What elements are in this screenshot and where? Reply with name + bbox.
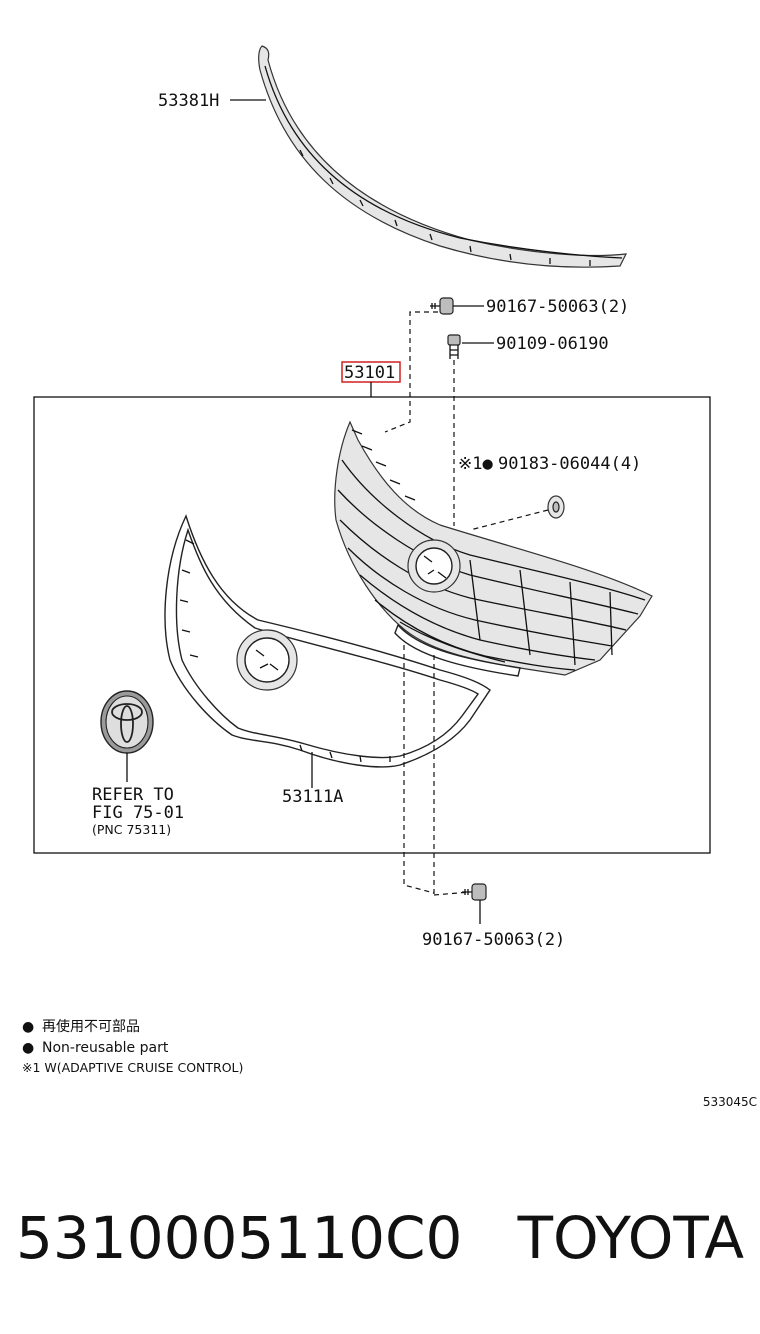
screw-top-icon [430, 297, 454, 315]
legend-bullet-1: ● [22, 1019, 34, 1035]
molding-callout: 53381H [158, 91, 219, 111]
legend-note: ※1 W(ADAPTIVE CRUISE CONTROL) [22, 1060, 243, 1075]
screw-bottom-icon [462, 883, 487, 901]
screw-top-callout: 90167-50063(2) [486, 297, 629, 317]
legend-english: Non-reusable part [42, 1040, 169, 1056]
molding-strip [258, 45, 628, 268]
refer-line2: FIG 75-01 [92, 803, 184, 823]
screw-bottom-callout: 90167-50063(2) [422, 930, 565, 950]
nut-callout: 90183-06044(4) [498, 454, 641, 474]
refer-line3: (PNC 75311) [92, 822, 171, 837]
nut-prefix: ※1● [458, 454, 493, 474]
assembly-callout[interactable]: 53101 [344, 363, 395, 383]
illustration-code: 533045C [703, 1095, 757, 1109]
clip-callout: 90109-06190 [496, 334, 609, 354]
clip-icon [447, 334, 461, 359]
grille-outer-callout: 53111A [282, 787, 343, 807]
nut-icon [547, 495, 565, 519]
grille-outer [164, 514, 491, 768]
footer-part-number: 5310005110C0 [16, 1204, 462, 1272]
grille-inner [334, 420, 653, 677]
toyota-emblem-icon [100, 690, 154, 754]
refer-line1: REFER TO [92, 785, 174, 805]
footer-brand: TOYOTA [517, 1204, 745, 1272]
legend-japanese: 再使用不可部品 [42, 1018, 140, 1035]
nut-path [469, 509, 549, 531]
screw-top-path [384, 311, 438, 433]
assembly-frame [33, 396, 711, 854]
legend-bullet-2: ● [22, 1040, 34, 1056]
